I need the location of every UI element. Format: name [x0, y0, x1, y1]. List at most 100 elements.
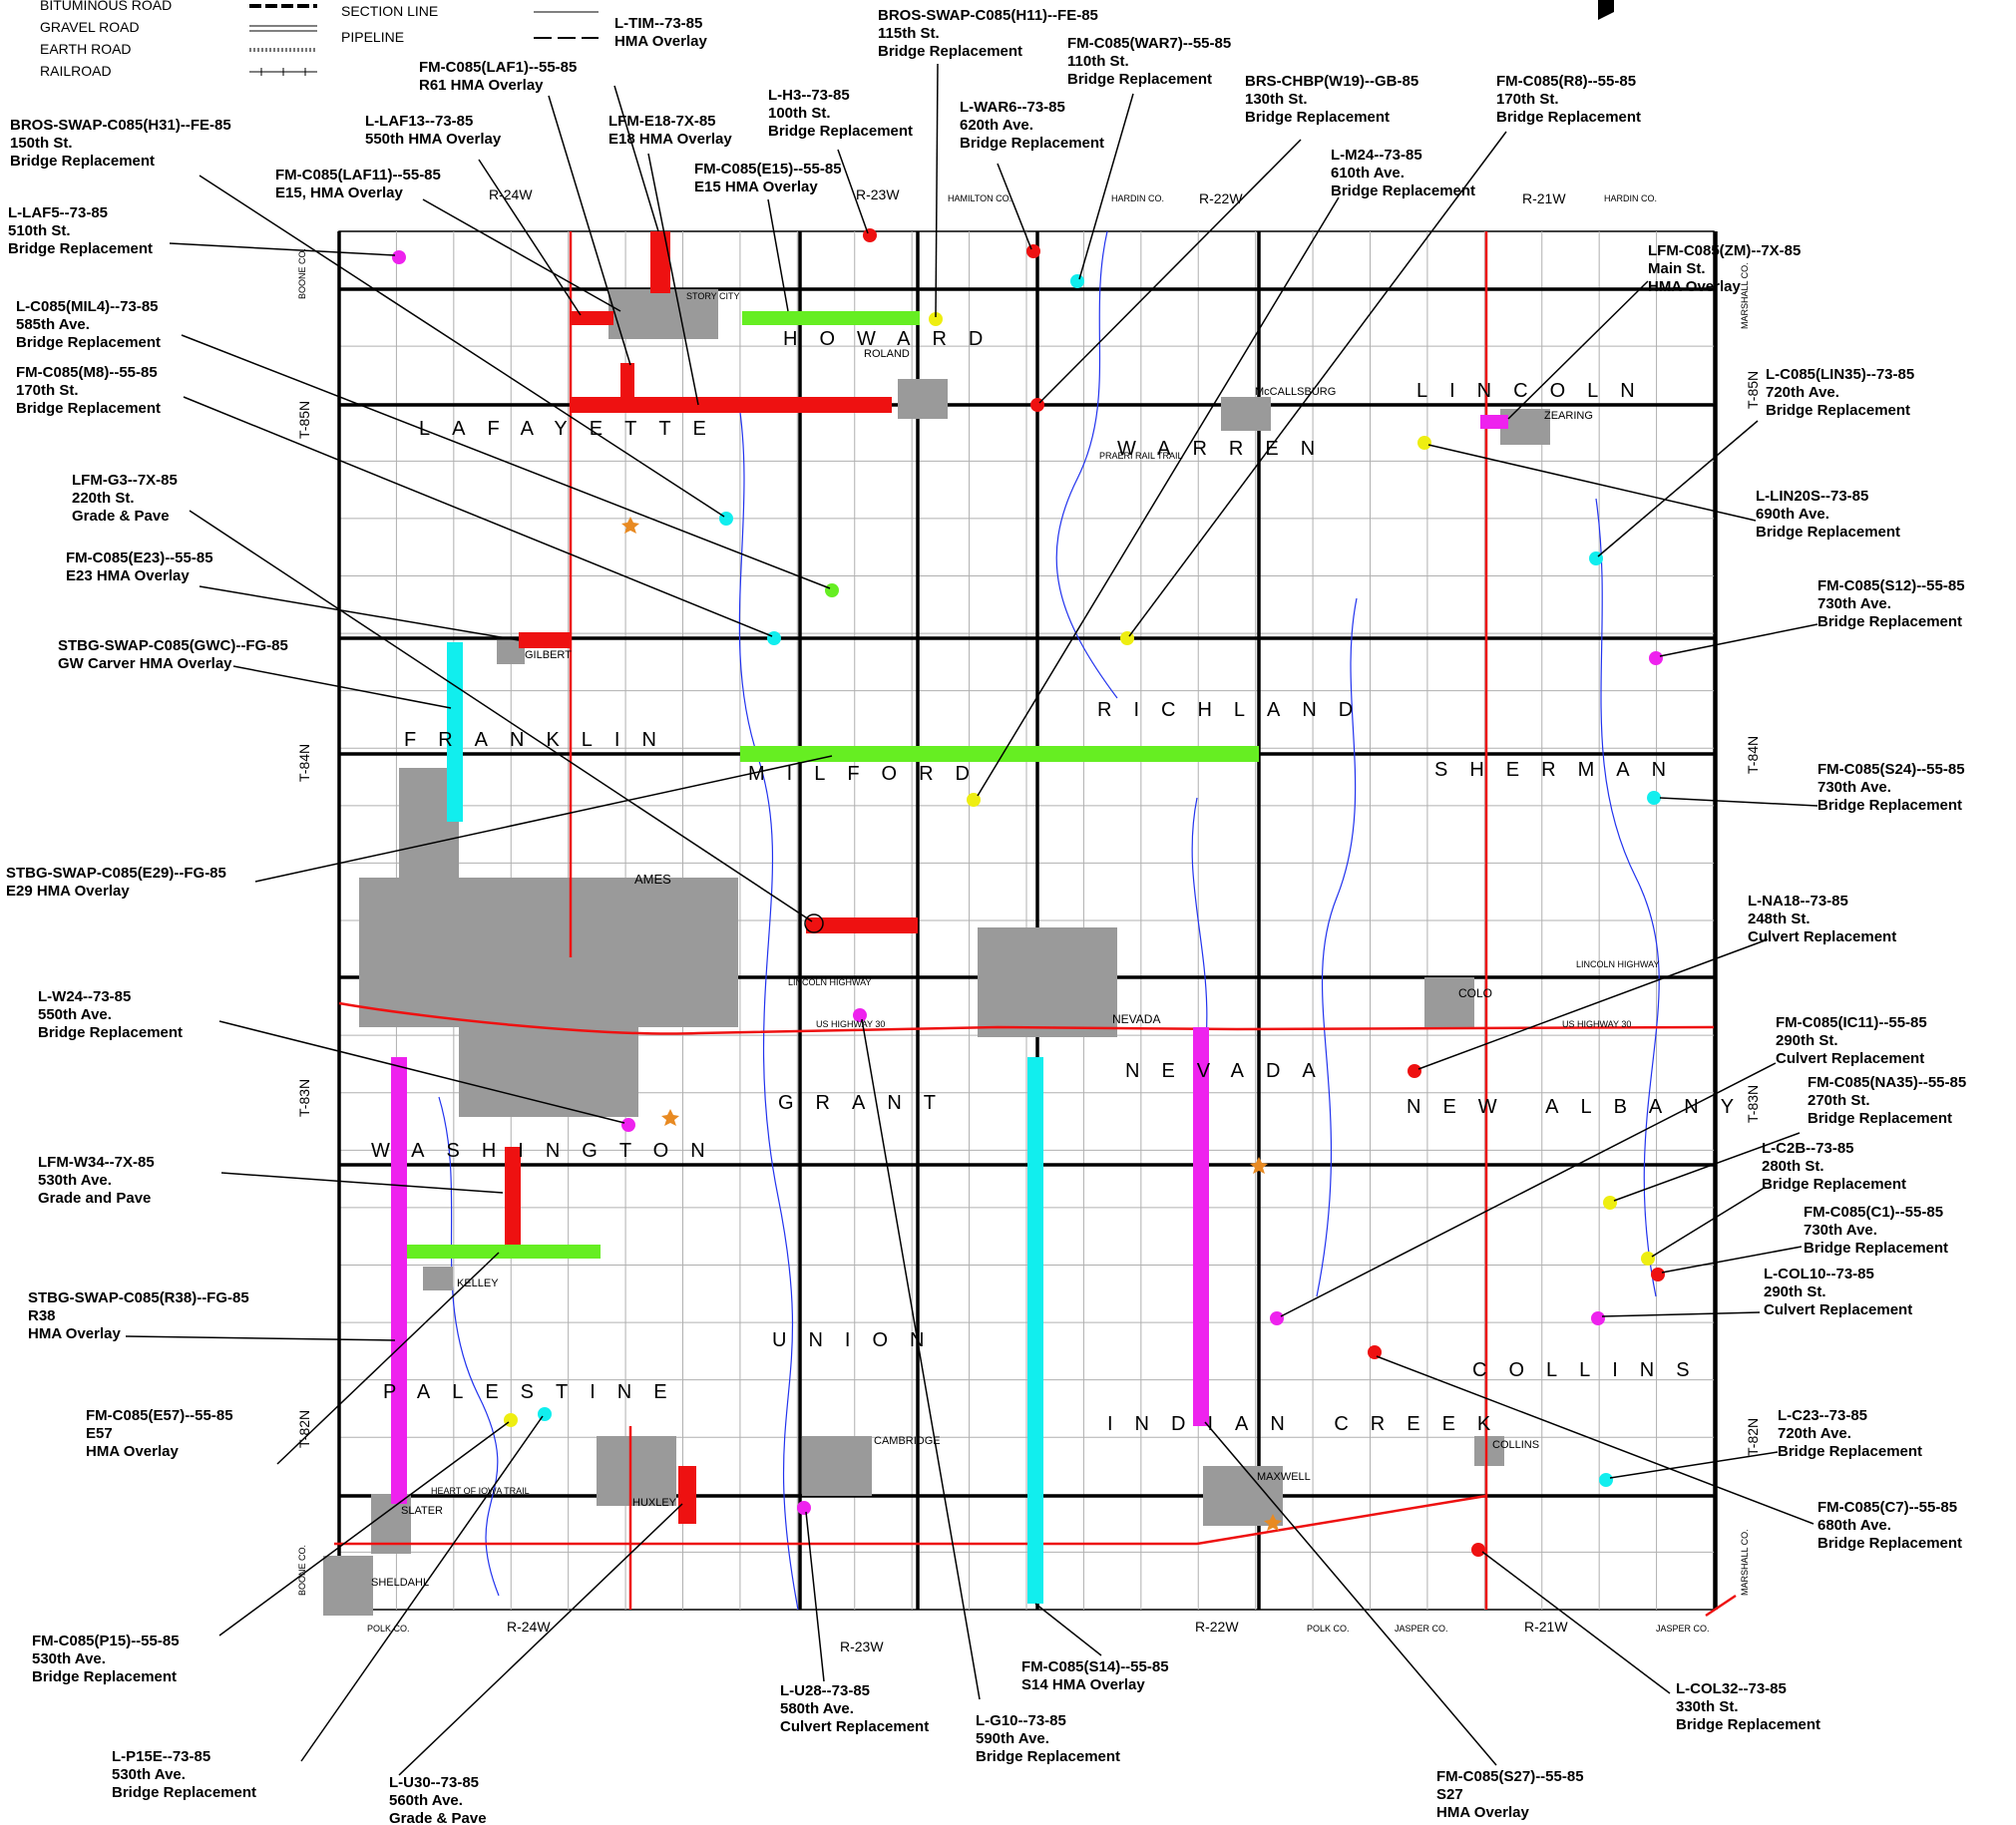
- town-gilbert: GILBERT: [525, 649, 572, 661]
- township-names: HOWARD LAFAYETTE WARREN LINCOLN FRANKLIN…: [371, 328, 1734, 1435]
- callout-line: E29 HMA Overlay: [6, 883, 130, 900]
- range-labels: R-24W R-23W R-22W R-21W R-24W R-23W R-22…: [296, 186, 1761, 1654]
- callout-line: HMA Overlay: [1648, 278, 1741, 295]
- road-us30: US HIGHWAY 30: [816, 1019, 885, 1029]
- range-bottom-3: R-22W: [1195, 1619, 1239, 1635]
- range-top-3: R-22W: [1199, 190, 1243, 206]
- callout-line: S14 HMA Overlay: [1021, 1676, 1145, 1693]
- callout-line: Grade & Pave: [389, 1810, 487, 1825]
- callout-line: Bridge Replacement: [1817, 797, 1962, 814]
- county-marshall-south: MARSHALL CO.: [1740, 1529, 1750, 1596]
- callout-line: BROS-SWAP-C085(H11)--FE-85: [878, 7, 1098, 24]
- overlay-e29: [740, 746, 1259, 762]
- town-slater: SLATER: [401, 1505, 443, 1517]
- county-polk: POLK CO.: [367, 1624, 410, 1634]
- callout-line: STBG-SWAP-C085(E29)--FG-85: [6, 865, 226, 882]
- callout-line: FM-C085(E57)--55-85: [86, 1407, 233, 1424]
- marker-c2b: [1641, 1252, 1655, 1266]
- callout-line: E23 HMA Overlay: [66, 567, 190, 584]
- overlay-laf1: [620, 363, 634, 403]
- town-maxwell: MAXWELL: [1257, 1471, 1311, 1483]
- callout-line: Bridge Replacement: [10, 153, 155, 170]
- callout-line: E18 HMA Overlay: [608, 131, 732, 148]
- range-bottom-1: R-24W: [507, 1619, 551, 1635]
- callout-leaders: [125, 63, 1818, 1776]
- callout-line: LFM-W34--7X-85: [38, 1154, 155, 1171]
- callout-line: Bridge Replacement: [8, 240, 153, 257]
- callout-line: R38: [28, 1307, 56, 1324]
- overlay-gilbert: [519, 632, 571, 648]
- callout-line: Culvert Replacement: [1748, 928, 1896, 945]
- marker-war6: [1026, 244, 1040, 258]
- callout-line: L-C085(LIN35)--73-85: [1766, 366, 1914, 383]
- callout-line: Bridge Replacement: [878, 43, 1022, 60]
- callout-line: Bridge Replacement: [1067, 71, 1212, 88]
- marker-c23: [1599, 1473, 1613, 1487]
- callout-line: L-W24--73-85: [38, 988, 131, 1005]
- twp-union: UNION: [772, 1329, 946, 1351]
- marker-u28: [797, 1501, 811, 1515]
- marker-col32: [1471, 1543, 1485, 1557]
- marker-c7: [1368, 1345, 1382, 1359]
- callout-line: 550th Ave.: [38, 1006, 112, 1023]
- callout-line: 280th St.: [1762, 1158, 1824, 1175]
- callout-line: L-H3--73-85: [768, 87, 850, 104]
- callout-line: 530th Ave.: [112, 1766, 186, 1783]
- callout-line: Main St.: [1648, 260, 1706, 277]
- callout-line: Bridge Replacement: [1817, 1535, 1962, 1552]
- county-hardin: HARDIN CO.: [1111, 193, 1164, 203]
- callout-line: 130th St.: [1245, 91, 1308, 108]
- callout-line: S27: [1436, 1786, 1463, 1803]
- callout-line: Bridge Replacement: [1676, 1716, 1820, 1733]
- marker-w24: [621, 1118, 635, 1132]
- callout-line: L-COL32--73-85: [1676, 1680, 1787, 1697]
- marker-na35: [1603, 1196, 1617, 1210]
- town-collins: COLLINS: [1492, 1439, 1539, 1451]
- callout-line: L-G10--73-85: [976, 1712, 1066, 1729]
- marker-c1: [1651, 1268, 1665, 1281]
- overlay-s27: [1193, 1027, 1209, 1426]
- twp-palestine: PALESTINE: [383, 1381, 689, 1403]
- callout-line: Bridge Replacement: [32, 1668, 177, 1685]
- callout-line: FM-C085(C1)--55-85: [1804, 1204, 1943, 1221]
- callout-line: FM-C085(E23)--55-85: [66, 549, 213, 566]
- callout-line: FM-C085(WAR7)--55-85: [1067, 35, 1231, 52]
- town-sheldahl: SHELDAHL: [371, 1577, 429, 1589]
- twp-lincoln: LINCOLN: [1416, 380, 1657, 402]
- legend-pipeline-label: PIPELINE: [341, 29, 404, 45]
- callout-line: L-TIM--73-85: [614, 15, 702, 32]
- callout-line: Bridge Replacement: [1245, 109, 1390, 126]
- callout-line: Bridge Replacement: [976, 1748, 1120, 1765]
- overlay-u30: [678, 1466, 696, 1524]
- callout-line: STBG-SWAP-C085(GWC)--FG-85: [58, 637, 288, 654]
- marker-h3: [863, 228, 877, 242]
- callout-line: Grade and Pave: [38, 1190, 151, 1207]
- callout-line: Bridge Replacement: [112, 1784, 256, 1801]
- callout-line: FM-C085(M8)--55-85: [16, 364, 158, 381]
- callout-line: 720th Ave.: [1778, 1425, 1851, 1442]
- overlay-s14: [1027, 1057, 1043, 1604]
- road-us30-east: US HIGHWAY 30: [1562, 1019, 1631, 1029]
- town-story-city: STORY CITY: [686, 291, 740, 301]
- callout-line: LFM-E18-7X-85: [608, 113, 716, 130]
- callout-line: Bridge Replacement: [38, 1024, 183, 1041]
- callout-line: Bridge Replacement: [1756, 524, 1900, 541]
- callout-line: 115th St.: [878, 25, 940, 42]
- star-icon: [661, 1109, 679, 1126]
- callout-line: L-C085(MIL4)--73-85: [16, 298, 159, 315]
- road-lincoln-highway-east: LINCOLN HIGHWAY: [1576, 959, 1660, 969]
- callout-line: L-P15E--73-85: [112, 1748, 210, 1765]
